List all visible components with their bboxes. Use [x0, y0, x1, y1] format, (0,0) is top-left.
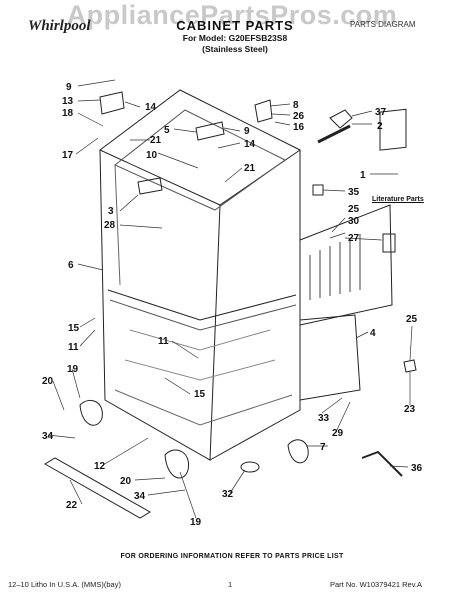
callout-label: 36	[411, 463, 423, 474]
callout-label: 2	[377, 121, 383, 132]
part-22-grille	[44, 457, 151, 519]
watermark: AppliancePartsPros.com	[66, 0, 398, 30]
model-subtitle: For Model: G20EFSB23S8 (Stainless Steel)	[150, 33, 320, 55]
callout-label: 19	[67, 364, 79, 375]
cabinet-divider	[107, 289, 297, 321]
footer-litho: 12–10 Litho In U.S.A. (MMS)(bay)	[8, 580, 121, 589]
lower-panel	[299, 314, 361, 401]
callout-label: 13	[62, 96, 74, 107]
callout-label: 5	[164, 125, 170, 136]
callout-label: 16	[293, 122, 305, 133]
callout-label: 22	[66, 500, 78, 511]
callout-label: 25	[348, 204, 360, 215]
part-19-left-roller	[79, 400, 103, 426]
cabinet-divider-2	[109, 299, 297, 331]
callout-label: 19	[190, 517, 202, 528]
callout-label: 8	[293, 100, 299, 111]
callout-label: 4	[370, 328, 376, 339]
callout-label: 20	[42, 376, 54, 387]
part-35-clip	[312, 184, 324, 196]
callout-label: 30	[348, 216, 360, 227]
callout-label: 25	[406, 314, 418, 325]
callout-label: 21	[244, 163, 256, 174]
rear-panel-vents	[309, 234, 361, 300]
part-23-clip	[403, 359, 417, 373]
callout-label: 32	[222, 489, 234, 500]
literature-parts-label: Literature Parts	[372, 196, 424, 203]
callout-label: 28	[104, 220, 116, 231]
callout-label: 21	[150, 135, 162, 146]
part-7-roller	[287, 439, 309, 464]
callout-label: 9	[66, 82, 72, 93]
finish-line: (Stainless Steel)	[202, 44, 268, 54]
model-line: For Model: G20EFSB23S8	[182, 33, 288, 43]
callout-label: 23	[404, 404, 416, 415]
part-8-hinge	[254, 99, 273, 123]
footer-page-number: 1	[228, 580, 233, 589]
callout-label: 17	[62, 150, 74, 161]
header-right-label: PARTS DIAGRAM	[350, 20, 416, 29]
part-5-hinge	[195, 121, 225, 141]
literature-booklet	[379, 108, 407, 151]
cabinet-right	[209, 150, 301, 461]
callout-label: 34	[134, 491, 146, 502]
cabinet-inner-bottom	[114, 389, 293, 426]
part-32-plug	[240, 461, 260, 473]
brand-logo: Whirlpool	[28, 18, 91, 34]
callout-label: 33	[318, 413, 330, 424]
callout-label: 3	[108, 206, 114, 217]
part-3-part	[137, 177, 163, 195]
callout-label: 6	[68, 260, 74, 271]
callout-label: 26	[293, 111, 305, 122]
ordering-note: FOR ORDERING INFORMATION REFER TO PARTS …	[120, 553, 344, 560]
part-2-tube	[317, 124, 351, 144]
callout-label: 35	[348, 187, 360, 198]
callout-label: 7	[320, 442, 326, 453]
callout-label: 11	[68, 342, 79, 353]
callout-label: 1	[360, 170, 366, 181]
callout-label: 12	[94, 461, 106, 472]
callout-label: 29	[332, 428, 344, 439]
part-19-right-roller	[164, 449, 190, 479]
callout-label: 18	[62, 108, 74, 119]
page-title: CABINET PARTS	[176, 18, 294, 33]
crisper-rails	[124, 329, 276, 381]
callout-label: 10	[146, 150, 158, 161]
part-37-bracket	[329, 109, 353, 129]
cabinet-inner-left	[114, 164, 121, 286]
part-13-hinge	[99, 91, 125, 115]
callout-label: 9	[244, 126, 250, 137]
rear-panel	[299, 204, 393, 326]
callout-label: 14	[145, 102, 157, 113]
callout-label: 14	[244, 139, 256, 150]
cabinet-top	[99, 89, 301, 206]
callout-label: 15	[68, 323, 80, 334]
cabinet-inner-top	[114, 109, 286, 211]
part-27-bracket	[382, 233, 396, 253]
callout-label: 11	[158, 336, 169, 347]
callout-label: 15	[194, 389, 206, 400]
callout-label: 37	[375, 107, 387, 118]
callout-label: 27	[348, 233, 360, 244]
callout-label: 20	[120, 476, 132, 487]
callout-label: 34	[42, 431, 54, 442]
callout-labels: 9 13 14 18 5 9 17 21 14 10 21 8 26 16 37…	[42, 82, 423, 528]
part-36-cord	[361, 450, 403, 477]
footer-part-number: Part No. W10379421 Rev.A	[330, 580, 422, 589]
cabinet-left	[99, 149, 221, 461]
